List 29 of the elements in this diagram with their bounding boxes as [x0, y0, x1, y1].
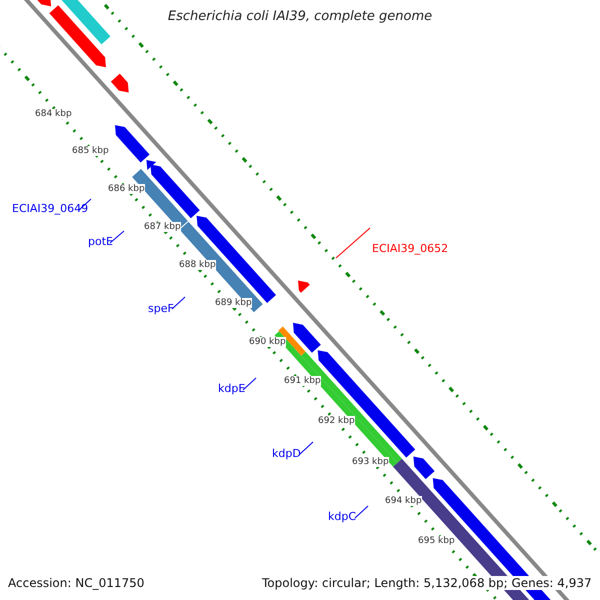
scale-tick-label: 692 kbp — [318, 416, 355, 426]
gene-label: kdpC — [328, 510, 356, 523]
scale-tick-label: 694 kbp — [385, 496, 422, 506]
leader-line — [300, 442, 314, 454]
gene-label: ECIAI39_0649 — [12, 202, 88, 215]
leader-line — [78, 198, 92, 210]
gene-label: kdpD — [272, 447, 301, 460]
title: Escherichia coli IAI39, complete genome — [166, 9, 434, 24]
gene-label: kdpE — [218, 382, 246, 395]
leader-line — [242, 378, 256, 390]
leader-line — [172, 296, 186, 310]
scale-tick-label: 684 kbp — [35, 109, 72, 119]
leader-line — [336, 228, 370, 258]
accession-text: Accession: NC_011750 — [8, 576, 144, 590]
scale-tick-label: 689 kbp — [215, 298, 252, 308]
scale-tick-label: 687 kbp — [144, 222, 181, 232]
gene-label: potE — [88, 235, 113, 248]
scale-tick-label: 693 kbp — [352, 457, 389, 467]
gene-label: ECIAI39_0652 — [372, 242, 448, 255]
leader-line — [110, 230, 124, 244]
scale-tick-label: 691 kbp — [284, 376, 321, 386]
scale-tick-label: 686 kbp — [108, 184, 145, 194]
scale-tick-label: 695 kbp — [418, 536, 455, 546]
scale-tick-label: 685 kbp — [72, 146, 109, 156]
scale-tick-label: 688 kbp — [179, 260, 216, 270]
genome-info-text: Topology: circular; Length: 5,132,068 bp; Genes: 4,937 — [262, 576, 592, 590]
scale-tick-label: 690 kbp — [249, 337, 286, 347]
gene-label: speF — [148, 302, 174, 315]
leader-line — [354, 506, 368, 518]
